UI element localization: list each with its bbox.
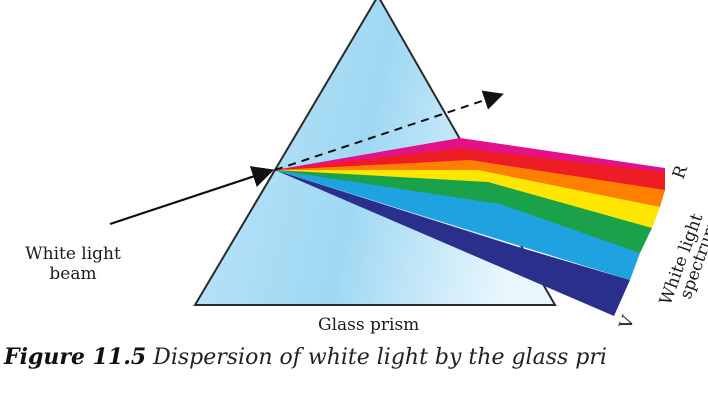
white-light-beam-label: White light beam xyxy=(10,244,136,284)
caption-text: Dispersion of white light by the glass p… xyxy=(146,345,607,370)
violet-end-label: V xyxy=(616,313,640,333)
incident-beam-arrow xyxy=(109,166,275,226)
band-blue xyxy=(275,170,640,280)
beam-label-line2: beam xyxy=(49,264,97,284)
glass-prism-label: Glass prism xyxy=(318,315,420,335)
spectrum-bands xyxy=(275,138,665,316)
band-violet xyxy=(275,170,630,316)
undeviated-dashed-arrow xyxy=(274,90,504,171)
figure-caption: Figure 11.5 Dispersion of white light by… xyxy=(4,342,607,373)
figure-number: Figure 11.5 xyxy=(4,344,147,370)
spectrum-side-labels: R V White light spectrum xyxy=(616,162,708,333)
beam-label-line1: White light xyxy=(25,244,121,264)
red-end-label: R xyxy=(669,162,693,182)
